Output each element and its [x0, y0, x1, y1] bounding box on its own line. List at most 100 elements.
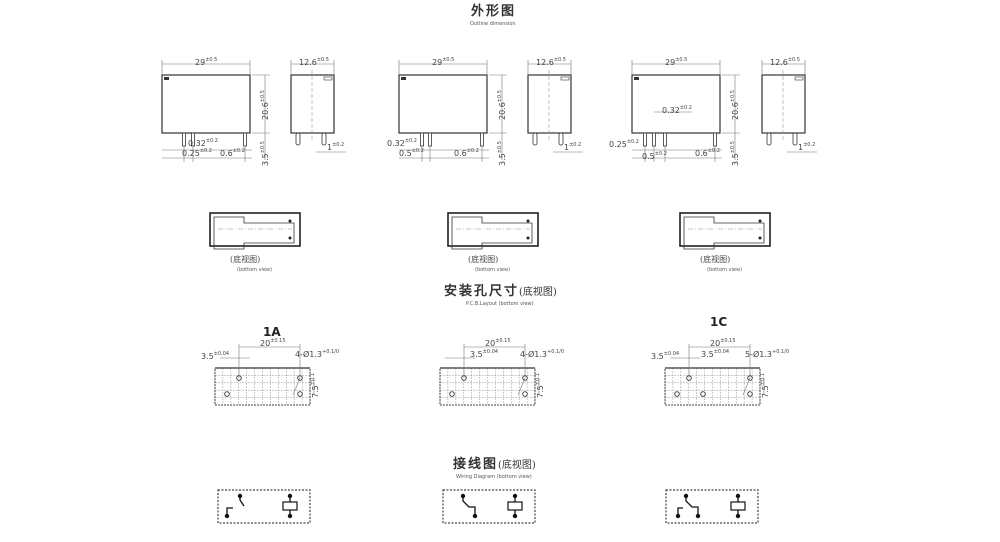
side-width-dim-tolerance: ±0.5: [316, 57, 329, 63]
coil-icon: [730, 501, 746, 511]
pcb-pitch-dim-tolerance: ±0.1: [310, 373, 316, 386]
dim-d2-value: 0.25: [609, 140, 627, 149]
pcb-hole: [297, 391, 303, 397]
terminal-dot: [472, 513, 478, 519]
pcb-pitch-dim-value: 7.5: [311, 385, 320, 398]
dim-d1: 0.32±0.2: [387, 139, 417, 148]
marker-icon: [794, 76, 804, 81]
pin: [480, 132, 484, 147]
side-width-dim: 12.6±0.5: [536, 58, 566, 67]
pin: [420, 132, 424, 147]
side-width-dim-value: 12.6: [299, 58, 317, 67]
pcb-hole: [522, 391, 528, 397]
dimension-line: [742, 377, 751, 396]
pin-length-dim-value: 3.5: [731, 153, 740, 166]
front-width-dim: 29±0.5: [665, 58, 687, 67]
bottom-view-sublabel: (bottom view): [475, 267, 511, 273]
pcb-holes-dim-value: 4-Ø1.3: [520, 350, 547, 359]
pcb-pitch-dim-tolerance: ±0.1: [760, 373, 766, 386]
switch-arm: [239, 496, 245, 507]
pcb-span-dim-tolerance: ±0.15: [270, 338, 286, 344]
pcb-pitch-dim: 7.5±0.1: [310, 373, 320, 398]
relay-side-view: [761, 74, 806, 134]
dim-d1-tolerance: ±0.2: [205, 138, 218, 144]
dim-d3: 0.6±0.2: [454, 149, 479, 158]
front-height-dim: 20.6±0.5: [497, 90, 507, 120]
terminal-dot: [526, 219, 530, 223]
pcb-hole: [224, 391, 230, 397]
front-width-dim-value: 29: [195, 58, 206, 67]
pin-length-dim-tolerance: ±0.5: [730, 141, 736, 154]
pcb-subtitle: P.C.B.Layout (bottom view): [466, 301, 534, 307]
pcb-pitch-dim: 7.5±0.1: [535, 373, 545, 398]
contact-path: [226, 507, 233, 516]
pin-length-dim-tolerance: ±0.5: [260, 141, 266, 154]
front-height-dim-tolerance: ±0.5: [730, 90, 736, 103]
dim-d3-value: 0.6: [454, 149, 467, 158]
dim-d3: 0.6±0.2: [695, 149, 720, 158]
pcb-holes-dim-tolerance: +0.1/0: [547, 349, 565, 355]
dim-d3-tolerance: ±0.2: [232, 148, 245, 154]
dimension-line: [517, 377, 526, 396]
pcb-holes-dim: 4-Ø1.3+0.1/0: [295, 350, 339, 359]
dim-d1-tolerance: ±0.2: [679, 105, 692, 111]
wiring-outline: [442, 489, 536, 524]
pin: [766, 132, 772, 146]
pcb-offset-dim-tolerance: ±0.04: [663, 351, 680, 357]
wiring-title-text: 接线图: [453, 457, 499, 472]
dim-d2-value: 0.25: [182, 149, 200, 158]
bottom-view-label: (底视图): [468, 255, 499, 264]
front-width-dim-tolerance: ±0.5: [205, 57, 218, 63]
pin-length-dim: 3.5±0.5: [260, 141, 270, 166]
dim-d4: 0.5±0.2: [642, 152, 667, 161]
dimension-line: [292, 377, 301, 396]
front-height-dim: 20.6±0.5: [260, 90, 270, 120]
pcb-pitch-dim-tolerance: ±0.1: [535, 373, 541, 386]
pin: [652, 132, 656, 147]
pin: [643, 132, 647, 147]
pcb-pitch-dim: 7.5±0.1: [760, 373, 770, 398]
relay-side-view: [527, 74, 572, 134]
dim-d3-tolerance: ±0.2: [466, 148, 479, 154]
dim-d1-value: 0.32: [188, 139, 206, 148]
variant-label: 1C: [710, 315, 728, 329]
dim-d3-value: 0.6: [220, 149, 233, 158]
pin: [663, 132, 667, 147]
pcb-offset2-dim-tolerance: ±0.04: [713, 349, 730, 355]
dim-d1-value: 0.32: [662, 106, 680, 115]
dim-d2: 0.25±0.2: [182, 149, 212, 158]
front-height-dim-value: 20.6: [731, 102, 740, 120]
side-width-dim-tolerance: ±0.5: [787, 57, 800, 63]
front-width-dim: 29±0.5: [195, 58, 217, 67]
dim-d2: 0.25±0.2: [609, 140, 639, 149]
pcb-holes-dim-value: 4-Ø1.3: [295, 350, 322, 359]
terminal-dot: [758, 236, 762, 240]
pin: [532, 132, 538, 146]
wiring-subtitle: Wiring Diagram (bottom view): [456, 474, 532, 480]
pcb-span-dim-tolerance: ±0.15: [495, 338, 511, 344]
side-width-dim: 12.6±0.5: [770, 58, 800, 67]
marker-icon: [401, 77, 406, 80]
dim-d1-value: 0.32: [387, 139, 405, 148]
relay-side-view: [290, 74, 335, 134]
pin-length-dim-tolerance: ±0.5: [497, 141, 503, 154]
side-pin-dim-value: 1: [798, 143, 804, 152]
pin: [428, 132, 432, 147]
terminal-dot: [288, 236, 292, 240]
switch-arm: [462, 496, 476, 516]
pcb-hole: [747, 391, 753, 397]
marker-icon: [634, 77, 639, 80]
outline-subtitle: Outline dimension: [470, 21, 516, 27]
pcb-offset-dim: 3.5±0.04: [201, 352, 229, 361]
dim-d1-tolerance: ±0.2: [404, 138, 417, 144]
wiring-outline: [217, 489, 311, 524]
coil-icon: [507, 501, 523, 511]
side-pin-dim-value: 1: [564, 143, 570, 152]
dim-d2-tolerance: ±0.2: [199, 148, 212, 154]
pcb-offset2-dim: 3.5±0.04: [701, 350, 729, 359]
front-height-dim: 20.6±0.5: [730, 90, 740, 120]
pcb-offset-dim-tolerance: ±0.04: [482, 349, 499, 355]
pin-length-dim: 3.5±0.5: [730, 141, 740, 166]
pcb-offset-dim-value: 3.5: [470, 350, 483, 359]
pcb-pitch-dim-value: 7.5: [536, 385, 545, 398]
